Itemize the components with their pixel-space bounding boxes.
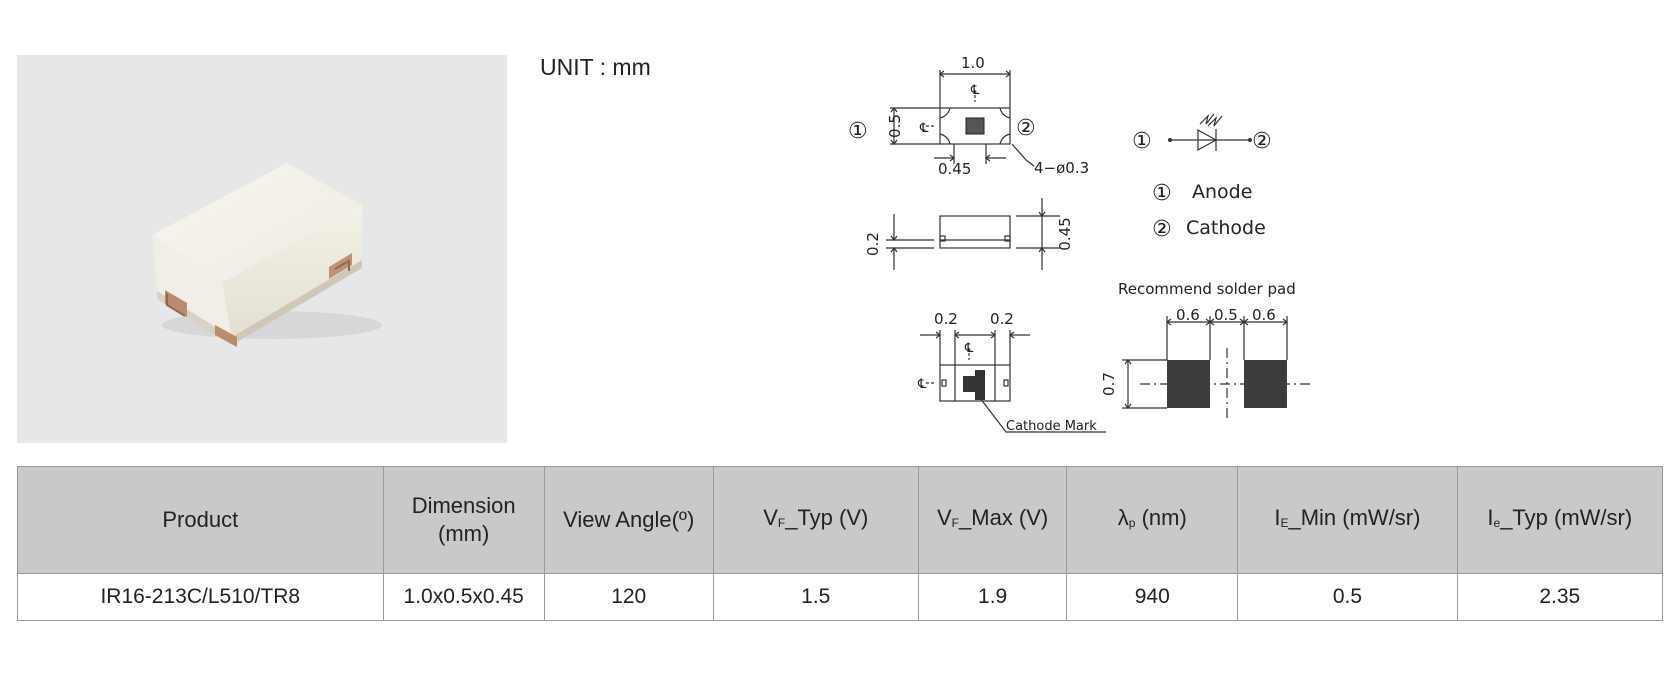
dim-top-width: 1.0 (961, 54, 985, 72)
header-vf-max: VF_Max (V) (917, 466, 1068, 574)
header-view-angle: View Angle(º) (543, 466, 714, 574)
cell-vf-typ: 1.5 (712, 573, 919, 621)
legend-cathode-num: ② (1152, 217, 1172, 242)
header-ie-typ: Ie_Typ (mW/sr) (1456, 466, 1664, 574)
legend-anode-num: ① (1152, 181, 1172, 206)
cell-ie-min: 0.5 (1237, 573, 1458, 621)
dimension-drawing: 1.0 0.5 0.45 4−ø0.3 ① ② ℄ ℄ 0.2 0.45 0.2… (848, 54, 1310, 434)
dim-side-total: 0.45 (1056, 217, 1074, 250)
header-ie-min: IE_Min (mW/sr) (1237, 466, 1458, 574)
header-vf-typ: VF_Typ (V) (712, 466, 919, 574)
cell-view-angle: 120 (543, 573, 714, 621)
header-product: Product (17, 466, 384, 574)
centerline-mark-top: ℄ (970, 83, 980, 98)
solder-pad-title: Recommend solder pad (1118, 280, 1296, 298)
pin2-marker: ② (1016, 116, 1036, 141)
header-lambda-p: λp (nm) (1066, 466, 1239, 574)
cell-vf-max: 1.9 (917, 573, 1068, 621)
dim-hole-spec: 4−ø0.3 (1034, 159, 1089, 177)
dim-bottom-right: 0.2 (990, 310, 1014, 328)
centerline-mark-left: ℄ (919, 121, 929, 136)
dim-lens: 0.45 (938, 160, 971, 178)
cell-ie-typ: 2.35 (1456, 573, 1664, 621)
dim-bottom-left: 0.2 (934, 310, 958, 328)
pad-gap: 0.5 (1214, 306, 1238, 324)
spec-table: Product Dimension (mm) View Angle(º) VF_… (17, 466, 1664, 621)
cathode-mark-label: Cathode Mark (1006, 419, 1097, 434)
table-header-row: Product Dimension (mm) View Angle(º) VF_… (17, 466, 1664, 574)
centerline-mark-bottom: ℄ (964, 341, 974, 356)
legend-cathode-label: Cathode (1186, 217, 1266, 239)
cell-dimension: 1.0x0.5x0.45 (382, 573, 545, 621)
pad-height: 0.7 (1100, 372, 1118, 396)
table-row: IR16-213C/L510/TR8 1.0x0.5x0.45 120 1.5 … (17, 573, 1664, 621)
centerline-mark-bottom-left: ℄ (917, 377, 927, 392)
pin1-marker: ① (848, 119, 868, 144)
cell-lambda-p: 940 (1066, 573, 1239, 621)
legend-pin1-symbol: ① (1132, 129, 1152, 154)
cell-product: IR16-213C/L510/TR8 (17, 573, 384, 621)
pad-width-left: 0.6 (1176, 306, 1200, 324)
product-photo (17, 55, 507, 443)
legend-anode-label: Anode (1192, 181, 1252, 203)
pad-width-right: 0.6 (1252, 306, 1276, 324)
header-dimension: Dimension (mm) (382, 466, 545, 574)
legend-pin2-symbol: ② (1252, 129, 1272, 154)
unit-label: UNIT : mm (540, 54, 651, 80)
dim-side-height: 0.2 (864, 232, 882, 256)
dim-top-height: 0.5 (886, 114, 904, 138)
